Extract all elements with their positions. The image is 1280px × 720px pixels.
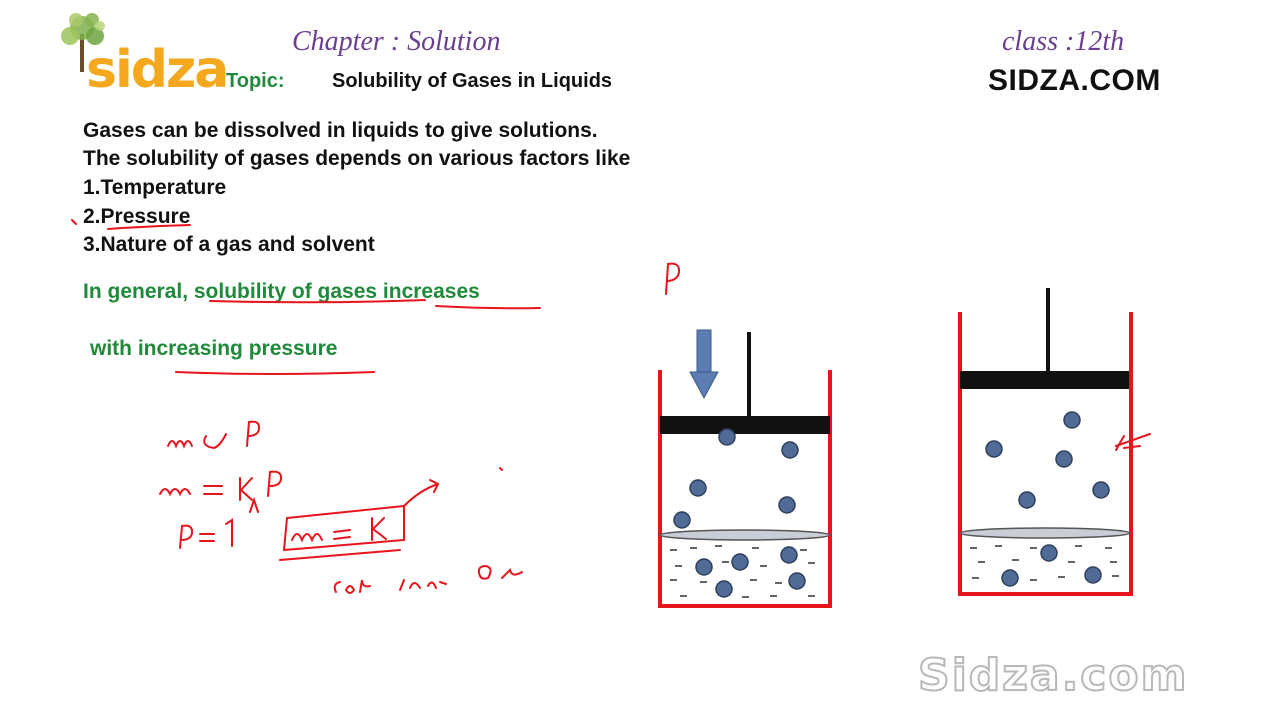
boxed-formula-box: [282, 504, 405, 552]
piston-left: [660, 416, 830, 434]
dot-mark: [499, 467, 503, 471]
formula-one: [225, 518, 233, 547]
container-low-pressure: [958, 288, 1133, 596]
formula-alpha: [203, 433, 227, 450]
formula-p2: [267, 470, 283, 497]
boxed-eq: [333, 529, 351, 540]
factor-pressure: 2.Pressure: [83, 205, 191, 228]
logo-text: sidza: [86, 40, 229, 100]
watermark: Sidza.com: [917, 649, 1189, 702]
gas-molecules-right: [985, 411, 1110, 587]
box-underline: [279, 549, 401, 561]
liquid-dashes-left: [670, 545, 815, 598]
liquid-surface-right: [959, 527, 1131, 539]
scribble-n2: [399, 579, 447, 591]
formula-k1: [239, 477, 253, 501]
formula-eq1: [203, 485, 223, 495]
scribble-o2: [477, 564, 523, 580]
formula-p1: [246, 420, 261, 447]
general-statement: In general, solubility of gases increase…: [83, 280, 480, 303]
class-label: class :12th: [1002, 26, 1125, 57]
increasing-pressure-underline: [175, 371, 375, 375]
pressure-underline: [107, 224, 191, 230]
p-symbol: [665, 262, 681, 295]
annotations: [71, 219, 1151, 594]
increases-underline: [435, 305, 541, 310]
pressure-statement: with increasing pressure: [90, 337, 338, 360]
liquid-surface-left: [659, 529, 831, 541]
piston-right: [960, 371, 1129, 389]
body-line-2: The solubility of gases depends on vario…: [83, 147, 631, 170]
liquid-dashes-right: [970, 545, 1119, 581]
formula-m1: [167, 440, 193, 449]
solubility-underline: [209, 299, 426, 304]
boxed-k: [371, 517, 387, 541]
scribble-co2: [333, 579, 371, 594]
formula-arrow: [249, 496, 259, 513]
formula-m2: [159, 488, 191, 497]
box-arrow: [403, 479, 440, 507]
tick-mark: [71, 219, 77, 225]
down-arrow-icon: [689, 329, 719, 400]
boxed-m: [291, 533, 323, 543]
gas-molecules-left: [673, 428, 806, 598]
factor-nature: 3.Nature of a gas and solvent: [83, 233, 375, 256]
factor-temperature: 1.Temperature: [83, 176, 227, 199]
formula-eq2: [199, 533, 215, 542]
chapter-title: Chapter : Solution: [292, 26, 501, 57]
site-name: SIDZA.COM: [988, 64, 1161, 97]
topic-label: Topic:: [226, 70, 285, 92]
container-high-pressure: [658, 329, 832, 608]
body-line-1: Gases can be dissolved in liquids to giv…: [83, 119, 598, 142]
formula-p3: [179, 524, 194, 549]
topic-title: Solubility of Gases in Liquids: [332, 70, 613, 92]
